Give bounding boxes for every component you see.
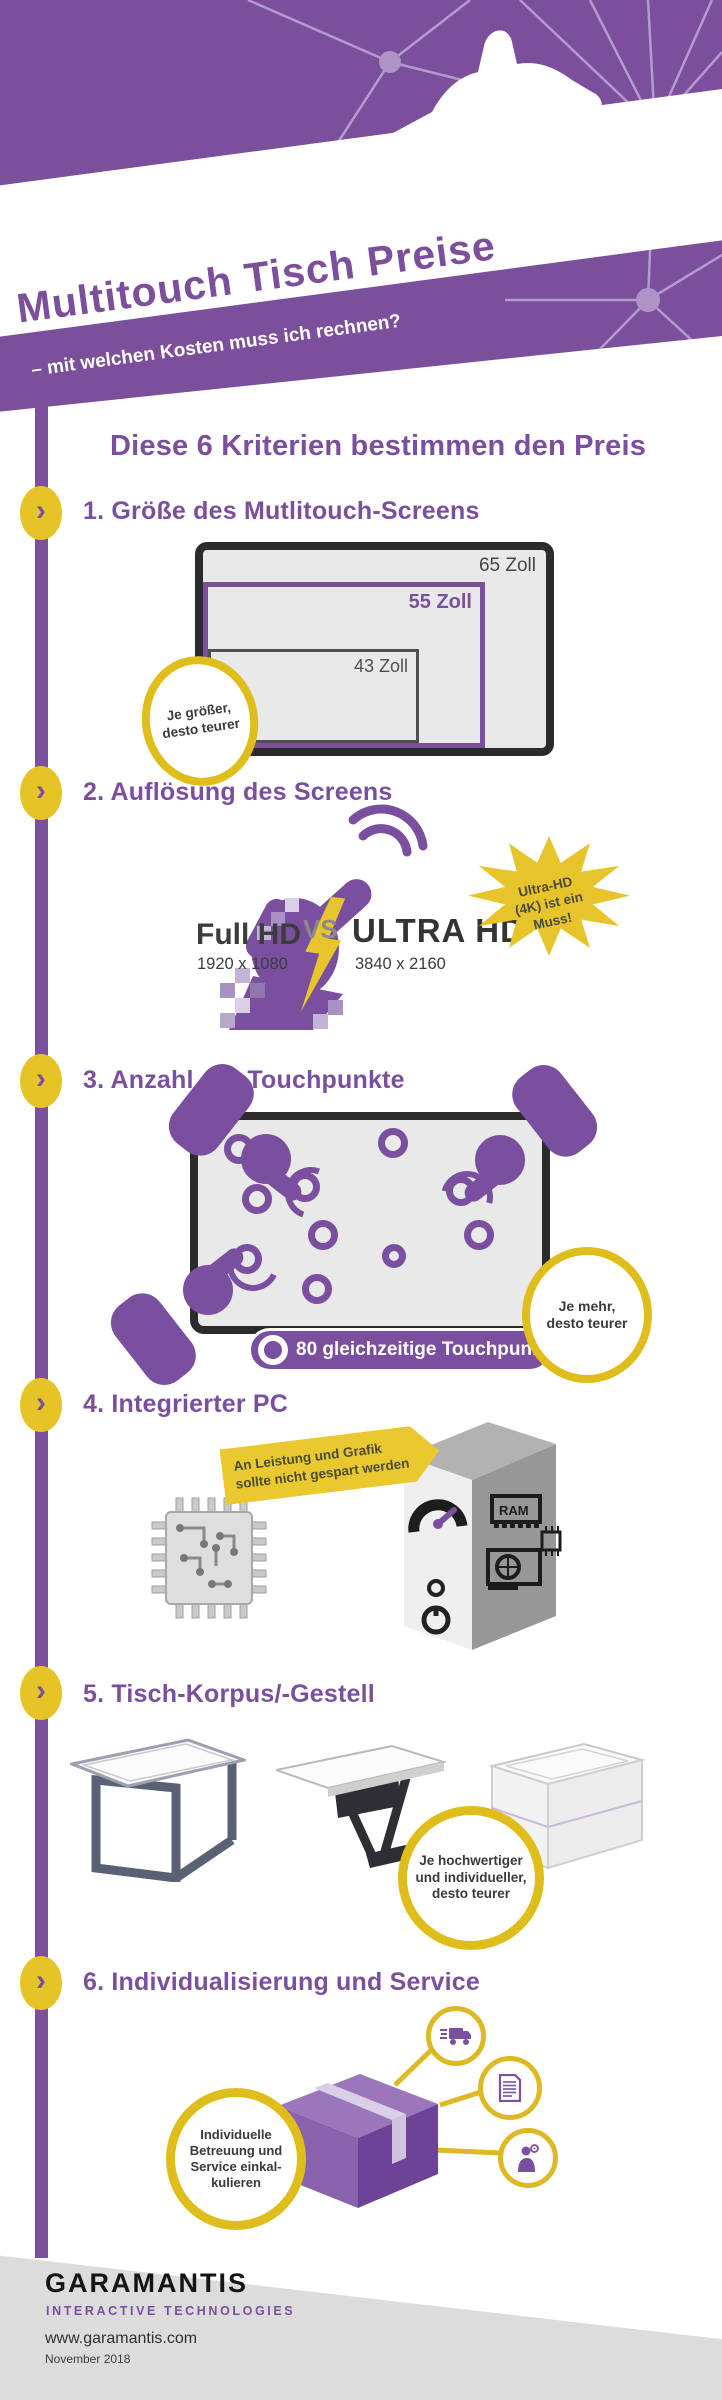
table-pedestal-illustration xyxy=(276,1744,446,1868)
delivery-circle xyxy=(426,2006,486,2066)
touch-ring xyxy=(464,1220,494,1250)
section-4-title: 4. Integrierter PC xyxy=(83,1390,289,1418)
intro-heading: Diese 6 Kriterien bestimmen den Preis xyxy=(110,430,647,462)
price-note-badge-3: Je mehr, desto teurer xyxy=(522,1247,652,1383)
fullhd-resolution: 1920 x 1080 xyxy=(197,955,288,973)
size-label-43: 43 Zoll xyxy=(353,656,408,676)
ram-label: RAM xyxy=(499,1503,529,1518)
versus-label: VS xyxy=(303,914,338,944)
support-circle xyxy=(498,2128,558,2188)
truck-icon xyxy=(440,2028,471,2045)
pc-tower-illustration: RAM xyxy=(404,1422,562,1650)
section-2-title: 2. Auflösung des Screens xyxy=(83,778,393,806)
timeline-marker-3: › xyxy=(20,1054,62,1108)
touchpoints-pill: 80 gleichzeitige Touchpunkte xyxy=(248,1328,560,1372)
size-label-55: 55 Zoll xyxy=(408,591,472,613)
touch-hand-icon xyxy=(461,1056,606,1206)
timeline-marker-4: › xyxy=(20,1378,62,1432)
touch-hand-icon xyxy=(160,1055,305,1205)
chevron-right-icon: › xyxy=(36,1386,46,1419)
touch-ring xyxy=(378,1128,408,1158)
touch-ring xyxy=(308,1220,338,1250)
header-banner: Multitouch Tisch Preise – mit welchen Ko… xyxy=(0,0,722,412)
chevron-right-icon: › xyxy=(36,1964,46,1997)
support-person-icon xyxy=(518,2144,539,2172)
timeline-marker-2: › xyxy=(20,766,62,820)
pointing-hand-icon xyxy=(250,30,602,262)
price-note-badge-5: Je hochwertiger und individueller, desto… xyxy=(398,1806,544,1950)
fullhd-label: Full HD xyxy=(196,918,301,951)
cpu-chip-illustration xyxy=(151,1497,267,1619)
publish-date: November 2018 xyxy=(45,2352,131,2366)
timeline-marker-6: › xyxy=(20,1956,62,2010)
badge-text: Je größer, desto teurer xyxy=(161,699,241,742)
timeline-marker-1: › xyxy=(20,486,62,540)
starburst-callout: Ultra-HD (4K) ist ein Muss! xyxy=(466,836,632,956)
brand-tagline: INTERACTIVE TECHNOLOGIES xyxy=(46,2304,296,2318)
chevron-right-icon: › xyxy=(36,1062,46,1095)
touch-ring-icon xyxy=(258,1335,288,1365)
chevron-right-icon: › xyxy=(36,494,46,527)
website-url: www.garamantis.com xyxy=(45,2330,198,2347)
ultrahd-resolution: 3840 x 2160 xyxy=(355,955,446,973)
badge-text: Individuelle Betreuung und Service einka… xyxy=(189,2126,283,2191)
touch-ring xyxy=(302,1274,332,1304)
timeline-bar xyxy=(35,402,48,2258)
touchpoints-pill-text: 80 gleichzeitige Touchpunkte xyxy=(296,1339,560,1360)
lightning-icon xyxy=(300,896,345,1012)
section-6-title: 6. Individualisierung und Service xyxy=(83,1968,480,1996)
table-frame-illustration xyxy=(70,1738,246,1882)
section-5-title: 5. Tisch-Korpus/-Gestell xyxy=(83,1680,375,1708)
section-1-title: 1. Größe des Mutlitouch-Screens xyxy=(83,497,480,525)
badge-text: Je mehr, desto teurer xyxy=(546,1297,628,1332)
document-circle xyxy=(478,2056,542,2120)
touch-ring xyxy=(242,1184,272,1214)
size-label-65: 65 Zoll xyxy=(478,555,536,576)
badge-text: Je hochwertiger und individueller, desto… xyxy=(415,1852,527,1902)
brand-logo: GARAMANTIS xyxy=(45,2268,248,2298)
starburst-shape xyxy=(467,836,631,956)
touch-ring xyxy=(382,1244,406,1268)
chevron-right-icon: › xyxy=(36,774,46,807)
document-icon xyxy=(498,2074,522,2102)
price-note-badge-6: Individuelle Betreuung und Service einka… xyxy=(166,2088,306,2230)
chevron-right-icon: › xyxy=(36,1674,46,1707)
timeline-marker-5: › xyxy=(20,1666,62,1720)
